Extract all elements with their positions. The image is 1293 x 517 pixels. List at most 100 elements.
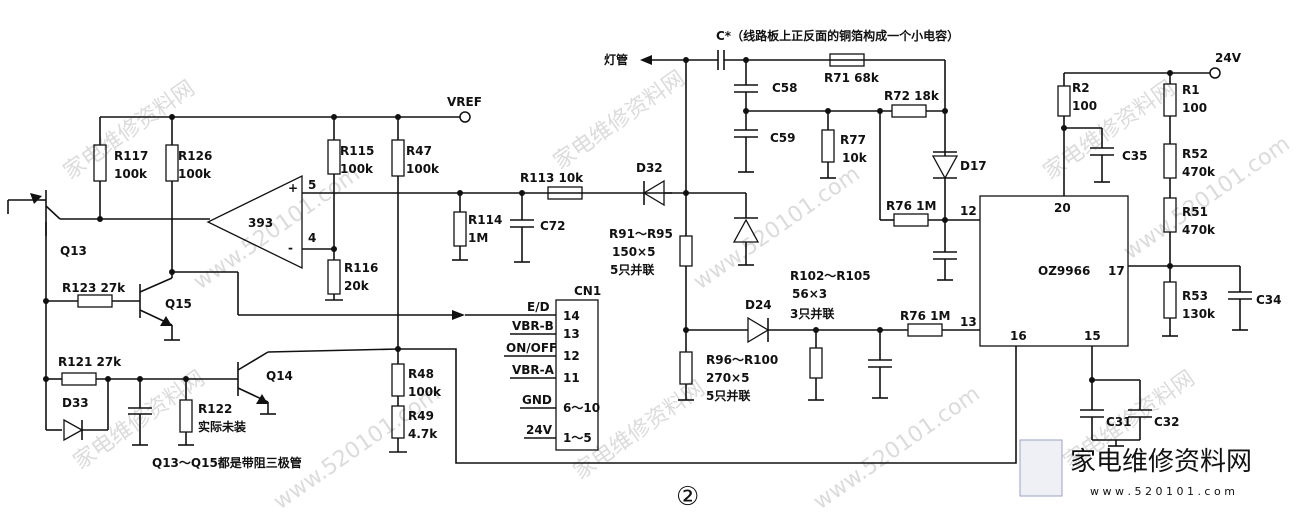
r116-value: 20k (344, 279, 370, 293)
cn1-row-0-signal: E/D (527, 300, 550, 314)
figure-number: ② (676, 482, 699, 512)
watermark-url: www.520101.com (189, 161, 365, 294)
r72-label: R72 18k (884, 89, 940, 103)
comparator-pin5: 5 (308, 178, 316, 192)
oz-pin17: 17 (1108, 264, 1125, 278)
cn1-row-1-signal: VBR-B (512, 319, 554, 333)
r116-label: R116 (344, 261, 378, 275)
r115-value: 100k (340, 162, 374, 176)
q13-label: Q13 (60, 244, 87, 258)
c72-label: C72 (540, 219, 566, 233)
r117-value: 100k (114, 167, 148, 181)
comparator-pin4: 4 (308, 231, 316, 245)
cn1-row-3-signal: VBR-A (512, 363, 555, 377)
oz-pin15: 15 (1084, 329, 1101, 343)
r47-value: 100k (406, 162, 440, 176)
q15-transistor: R123 27k Q15 (43, 271, 465, 341)
r51-value: 470k (1182, 223, 1216, 237)
vref-label: VREF (447, 95, 482, 109)
r96-note: 5只并联 (706, 388, 750, 403)
site-logo: 家电维修资料网 w w w . 5 2 0 1 0 1 . c o m (1019, 439, 1252, 498)
watermark-url: www.520101.com (809, 381, 985, 514)
cn1-row-5-pin: 1～5 (563, 431, 592, 445)
lamp-output: 灯管 (604, 50, 945, 70)
r115-label: R115 (340, 144, 374, 158)
q13-transistor: Q13 (7, 190, 210, 430)
r77-label: R77 (840, 133, 866, 147)
r96-label: R96～R100 (706, 353, 778, 367)
r76a-label: R76 1M (886, 199, 936, 213)
d33-label: D33 (62, 396, 89, 410)
d17-label: D17 (960, 159, 987, 173)
r114-label: R114 (468, 213, 502, 227)
c35-label: C35 (1122, 149, 1148, 163)
comparator-minus: - (288, 241, 293, 255)
oz9966-controller: OZ9966 12 13 20 17 16 15 (960, 195, 1129, 347)
rail-24v: 24V (1064, 51, 1242, 79)
c34-label: C34 (1256, 293, 1282, 307)
r102-value: 56×3 (792, 287, 827, 301)
transistor-note: Q13～Q15都是带阻三极管 (152, 455, 302, 470)
r123-label: R123 27k (62, 281, 126, 295)
comparator-393: 393 + - 5 4 (206, 174, 672, 270)
comparator-label: 393 (248, 216, 273, 230)
r2-label: R2 (1072, 81, 1090, 95)
r51-label: R51 (1182, 205, 1208, 219)
r47-label: R47 (406, 144, 432, 158)
cn1-row-2-pin: 12 (563, 349, 580, 363)
r52-label: R52 (1182, 147, 1208, 161)
watermark-logo: 家电维修资料网 (1039, 76, 1180, 185)
r126-label: R126 (178, 149, 212, 163)
cn1-row-1-pin: 13 (563, 327, 580, 341)
oz-pin13: 13 (960, 315, 977, 329)
cn1-row-3-pin: 11 (563, 371, 580, 385)
cn1-row-5-signal: 24V (526, 423, 553, 437)
copper-cap-note: C*（线路板上正反面的铜箔构成一个小电容） (716, 28, 959, 43)
r77-value: 10k (842, 151, 868, 165)
r126-value: 100k (178, 167, 212, 181)
oz-pin16: 16 (1010, 329, 1027, 343)
c59-label: C59 (770, 131, 796, 145)
watermark-logo: 家电维修资料网 (549, 66, 690, 175)
r53-value: 130k (1182, 307, 1216, 321)
q14-section: R121 27k D33 R122 实际未装 Q14 Q13～Q15都是带阻三极… (43, 348, 399, 470)
cn1-connector: CN1 E/D 14 VBR-B 13 ON/OFF 12 VBR-A 11 G… (465, 284, 601, 451)
r126-body (165, 144, 179, 182)
r117-label: R117 (114, 149, 148, 163)
d32-label: D32 (636, 161, 663, 175)
r76b-label: R76 1M (900, 309, 950, 323)
oz9966-label: OZ9966 (1038, 264, 1090, 278)
r91-note: 5只并联 (610, 262, 654, 277)
r102-note: 3只并联 (790, 306, 834, 321)
r48-label: R48 (408, 367, 434, 381)
c32-label: C32 (1154, 415, 1180, 429)
r52-value: 470k (1182, 165, 1216, 179)
lamp-label: 灯管 (604, 52, 628, 67)
r2-value: 100 (1072, 99, 1097, 113)
r121-label: R121 27k (58, 355, 122, 369)
r122-value: 实际未装 (198, 419, 246, 434)
watermark-url: www.520101.com (269, 381, 445, 514)
q14-label: Q14 (266, 369, 293, 383)
cn1-label: CN1 (574, 284, 601, 298)
d24-label: D24 (745, 298, 772, 312)
v24-label: 24V (1215, 51, 1242, 65)
r53-label: R53 (1182, 289, 1208, 303)
r1-value: 100 (1182, 101, 1207, 115)
r91-value: 150×5 (612, 245, 655, 259)
c31-label: C31 (1106, 415, 1132, 429)
comparator-plus: + (288, 181, 298, 195)
r49-label: R49 (408, 409, 434, 423)
r122-label: R122 (198, 402, 232, 416)
r91-label: R91～R95 (609, 227, 673, 241)
r114-value: 1M (468, 231, 488, 245)
oz-pin20: 20 (1054, 201, 1071, 215)
c58-label: C58 (772, 81, 798, 95)
site-logo-text: 家电维修资料网 (1070, 447, 1252, 477)
cn1-row-2-signal: ON/OFF (506, 341, 557, 355)
r113-label: R113 10k (520, 171, 584, 185)
r102-label: R102～R105 (790, 269, 871, 283)
cn1-row-4-pin: 6～10 (563, 401, 600, 415)
q15-label: Q15 (165, 297, 192, 311)
